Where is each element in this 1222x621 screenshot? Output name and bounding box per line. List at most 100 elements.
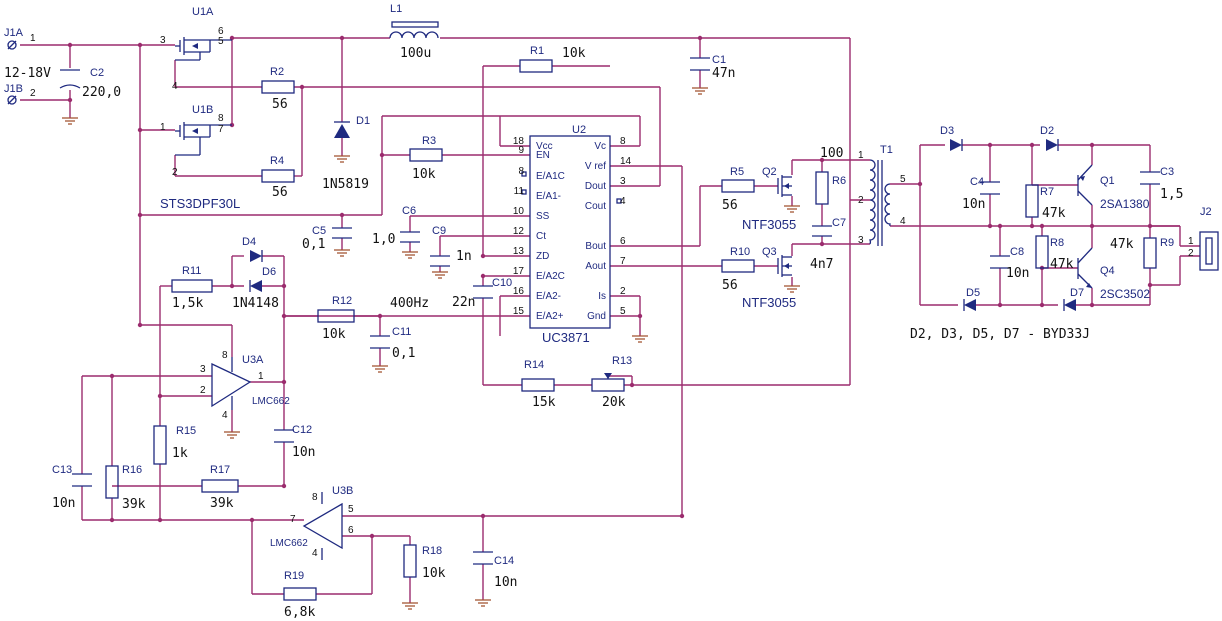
transistor-q4 [1077, 247, 1093, 289]
u2-pin-number: 11 [514, 186, 525, 197]
ref-r7: R7 [1040, 186, 1054, 198]
u2-pin-number: 14 [620, 156, 632, 167]
value-r15: 1k [172, 446, 188, 461]
junctions [67, 35, 1153, 539]
supply-label: 12-18V [4, 66, 51, 81]
u2-pin-name: E/A2- [536, 291, 561, 302]
value-r11: 1,5k [172, 296, 203, 311]
ref-r3: R3 [422, 135, 436, 147]
value-c2: 220,0 [82, 85, 121, 100]
diodes [249, 139, 1076, 311]
ref-c11: C11 [392, 326, 411, 338]
value-r17: 39k [210, 496, 234, 511]
pin-u3b-6: 6 [348, 525, 354, 536]
ref-u1b: U1B [192, 104, 213, 116]
u2-pin-name: Is [598, 291, 606, 302]
u2-pin-number: 7 [620, 256, 626, 267]
u2-pin-number: 9 [518, 145, 524, 156]
labels: J1A 1 J1B 2 12-18V C2 220,0 U1A 3 4 5 6 … [4, 3, 1212, 620]
opamp-u3a [211, 357, 252, 410]
u2-pin-name: Ct [536, 231, 546, 242]
u2-pin-number: 8 [518, 166, 524, 177]
transformer-t1 [869, 159, 891, 246]
mosfet-q2 [777, 175, 792, 197]
value-r1: 10k [562, 46, 586, 61]
u2-pin-number: 4 [620, 196, 626, 207]
pin-u1b-7: 7 [218, 124, 224, 135]
capacitor-c2 [59, 69, 81, 89]
u2-pin-number: 2 [620, 286, 626, 297]
value-c10: 22n [452, 295, 475, 310]
ref-q1: Q1 [1100, 175, 1115, 187]
ref-c14: C14 [494, 555, 514, 567]
pin-u1b-2: 2 [172, 167, 178, 178]
ref-r12: R12 [332, 295, 352, 307]
value-r6: 100 [820, 146, 843, 161]
pin-u3b-7: 7 [290, 514, 296, 525]
ref-c8: C8 [1010, 246, 1024, 258]
u2-pin-name: Aout [585, 261, 606, 272]
u2-pin-name: E/A1C [536, 171, 565, 182]
value-c13: 10n [52, 496, 75, 511]
mosfet-q3 [777, 255, 792, 277]
ref-d2: D2 [1040, 125, 1054, 137]
u2-pin-name: Cout [585, 201, 606, 212]
u2-pin-number: 10 [513, 206, 525, 217]
value-c12: 10n [292, 445, 315, 460]
value-u3a: LMC662 [252, 396, 290, 407]
ref-r5: R5 [730, 166, 744, 178]
u2-pin-name: Vcc [536, 141, 553, 152]
u2-pin-number: 17 [513, 266, 525, 277]
transistor-q1 [1077, 164, 1093, 206]
pin-u3a-8: 8 [222, 350, 228, 361]
value-r12: 10k [322, 327, 346, 342]
pin-u1a-4: 4 [172, 81, 178, 92]
pin-u1a-5: 5 [218, 36, 224, 47]
u2-pin-name: V ref [585, 161, 606, 172]
value-d6: 1N4148 [232, 296, 279, 311]
pin-u3b-4: 4 [312, 548, 318, 559]
ref-l1: L1 [390, 3, 402, 15]
ref-j2: J2 [1200, 206, 1212, 218]
ref-r9: R9 [1160, 237, 1174, 249]
ref-c13: C13 [52, 464, 72, 476]
ref-j1a: J1A [4, 27, 24, 39]
ref-c3: C3 [1160, 166, 1174, 178]
ref-c5: C5 [312, 225, 326, 237]
u2-pin-number: 3 [620, 176, 626, 187]
value-c9: 1n [456, 249, 472, 264]
ref-d7: D7 [1070, 287, 1084, 299]
value-d1: 1N5819 [322, 177, 369, 192]
pin-t1-1: 1 [858, 150, 864, 161]
inductor-l1 [389, 21, 439, 39]
u2-pin-name: Vc [594, 141, 606, 152]
pin-u3b-5: 5 [348, 504, 354, 515]
u2-pin-number: 8 [620, 136, 626, 147]
ref-u3a: U3A [242, 354, 264, 366]
ref-u3b: U3B [332, 485, 353, 497]
ref-d3: D3 [940, 125, 954, 137]
connector-j1 [7, 40, 17, 105]
value-c1: 47n [712, 66, 735, 81]
ref-r13: R13 [612, 355, 632, 367]
diode-d1 [334, 121, 350, 138]
u2-pin-name: E/A1- [536, 191, 561, 202]
u2-pin-number: 16 [513, 286, 525, 297]
resistors [105, 59, 1157, 601]
mosfet-u1a [175, 37, 232, 61]
ref-j1b: J1B [4, 83, 23, 95]
ref-c9: C9 [432, 225, 446, 237]
ref-r4: R4 [270, 155, 284, 167]
ref-r6: R6 [832, 175, 846, 187]
value-c8: 10n [1006, 266, 1029, 281]
value-r3: 10k [412, 167, 436, 182]
freq-label: 400Hz [390, 296, 429, 311]
ground-symbols [62, 87, 800, 610]
ref-q3: Q3 [762, 246, 777, 258]
ref-q4: Q4 [1100, 265, 1115, 277]
pin-u3a-3: 3 [200, 364, 206, 375]
pin-t1-2: 2 [858, 195, 864, 206]
value-r4: 56 [272, 185, 288, 200]
value-r16: 39k [122, 497, 146, 512]
